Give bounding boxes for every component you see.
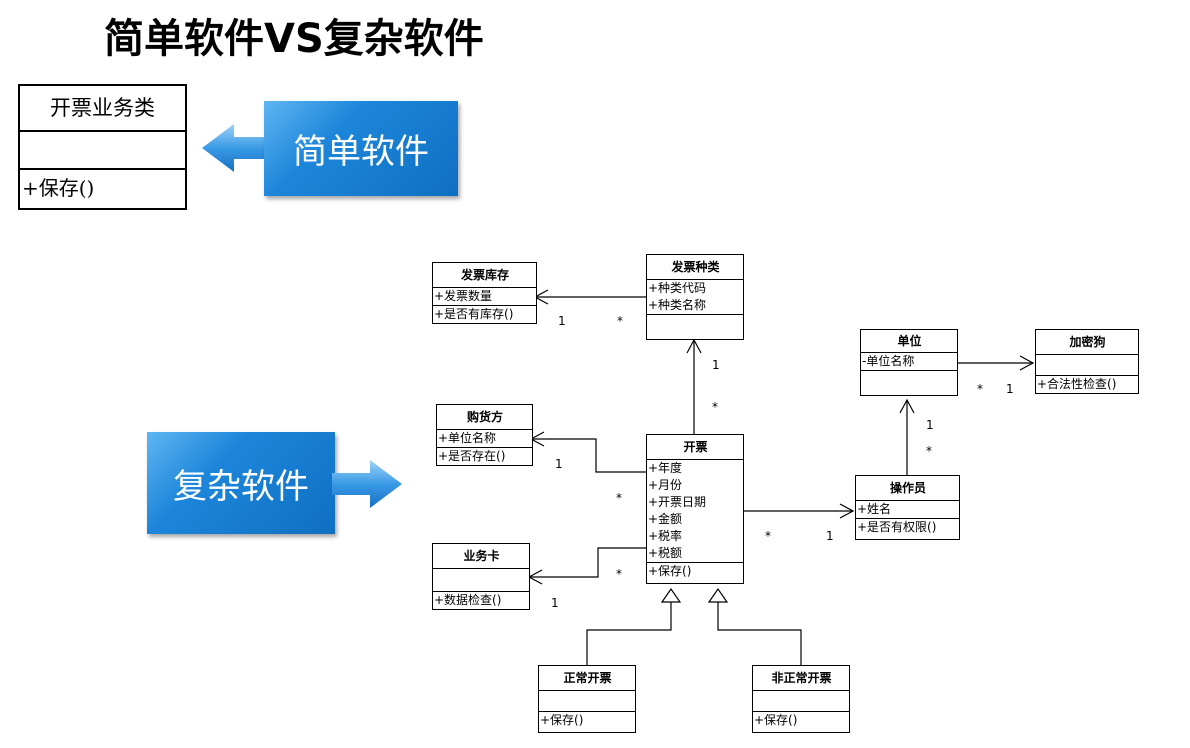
class-name: 业务卡 [433,544,529,569]
class-name: 正常开票 [539,666,635,691]
class-attributes [433,569,529,592]
attribute: +开票日期 [648,495,707,509]
class-operations: +保存() [647,563,743,583]
class-attributes: +年度 +月份 +开票日期 +金额 +税率 +税额 [647,460,743,563]
attribute: +金额 [648,512,683,526]
class-attributes: +姓名 [856,501,959,519]
multiplicity-label: 1 [555,457,563,471]
class-buyer: 购货方 +单位名称 +是否存在() [436,404,533,466]
class-attributes: +种类代码 +种类名称 [647,280,743,315]
class-name: 购货方 [437,405,532,430]
class-dongle: 加密狗 +合法性检查() [1035,329,1139,394]
class-invoicing: 开票 +年度 +月份 +开票日期 +金额 +税率 +税额 +保存() [646,434,744,584]
attribute: +税率 [648,529,683,543]
attribute: +单位名称 [438,431,497,445]
attribute: +种类名称 [648,298,707,312]
class-operations: +数据检查() [433,592,529,609]
class-operations: +是否有库存() [433,306,536,323]
class-unit: 单位 -单位名称 [860,329,958,396]
class-operations [647,315,743,339]
operation: +保存() [648,564,692,578]
operation: +保存() [540,713,584,727]
class-operations: +是否存在() [437,448,532,465]
left-arrow-icon [202,124,268,172]
operation: +合法性检查() [1037,377,1117,391]
class-name: 开票 [647,435,743,460]
class-name: 非正常开票 [753,666,849,691]
class-operations: +保存() [539,712,635,732]
simple-invoice-class: 开票业务类 +保存() [18,84,187,210]
multiplicity-label: 1 [1006,382,1014,396]
operation: +数据检查() [434,593,502,607]
right-arrow-icon [332,460,402,508]
class-operations [861,371,957,395]
multiplicity-label: 1 [826,529,834,543]
class-operations: +合法性检查() [1036,376,1138,393]
class-invoice-type: 发票种类 +种类代码 +种类名称 [646,254,744,340]
multiplicity-label: * [712,400,718,414]
class-attributes [753,691,849,712]
class-name: 加密狗 [1036,330,1138,355]
class-name: 发票库存 [433,263,536,288]
class-name: 单位 [861,330,957,353]
class-attributes [539,691,635,712]
class-attributes: +发票数量 [433,288,536,306]
multiplicity-label: * [616,491,622,505]
multiplicity-label: 1 [558,314,566,328]
attribute: +年度 [648,461,683,475]
operation: +保存() [754,713,798,727]
complex-software-callout: 复杂软件 [147,432,335,534]
attribute: +税额 [648,546,683,560]
class-name: 发票种类 [647,255,743,280]
simple-software-callout: 简单软件 [264,101,458,196]
class-attributes [1036,355,1138,376]
simple-class-operation: +保存() [22,176,95,200]
attribute: +姓名 [857,502,892,516]
class-business-card: 业务卡 +数据检查() [432,543,530,610]
operation: +是否存在() [438,449,506,463]
attribute: +种类代码 [648,281,707,295]
multiplicity-label: * [765,529,771,543]
multiplicity-label: * [926,444,932,458]
operation: +是否有权限() [857,520,937,534]
simple-class-name: 开票业务类 [20,86,185,132]
multiplicity-label: 1 [926,418,934,432]
multiplicity-label: * [616,567,622,581]
class-attributes: +单位名称 [437,430,532,448]
multiplicity-label: * [977,382,983,396]
class-operations: +保存() [753,712,849,732]
multiplicity-label: * [617,314,623,328]
class-operator: 操作员 +姓名 +是否有权限() [855,475,960,540]
class-operations: +是否有权限() [856,519,959,539]
page-title: 简单软件VS复杂软件 [104,16,484,62]
class-attributes: -单位名称 [861,353,957,371]
attribute: -单位名称 [862,354,915,368]
class-name: 操作员 [856,476,959,501]
attribute: +月份 [648,478,683,492]
multiplicity-label: 1 [551,596,559,610]
class-abnormal-invoice: 非正常开票 +保存() [752,665,850,733]
class-normal-invoice: 正常开票 +保存() [538,665,636,733]
class-invoice-stock: 发票库存 +发票数量 +是否有库存() [432,262,537,324]
multiplicity-label: 1 [712,358,720,372]
attribute: +发票数量 [434,289,493,303]
operation: +是否有库存() [434,307,514,321]
simple-class-attributes [20,132,185,170]
